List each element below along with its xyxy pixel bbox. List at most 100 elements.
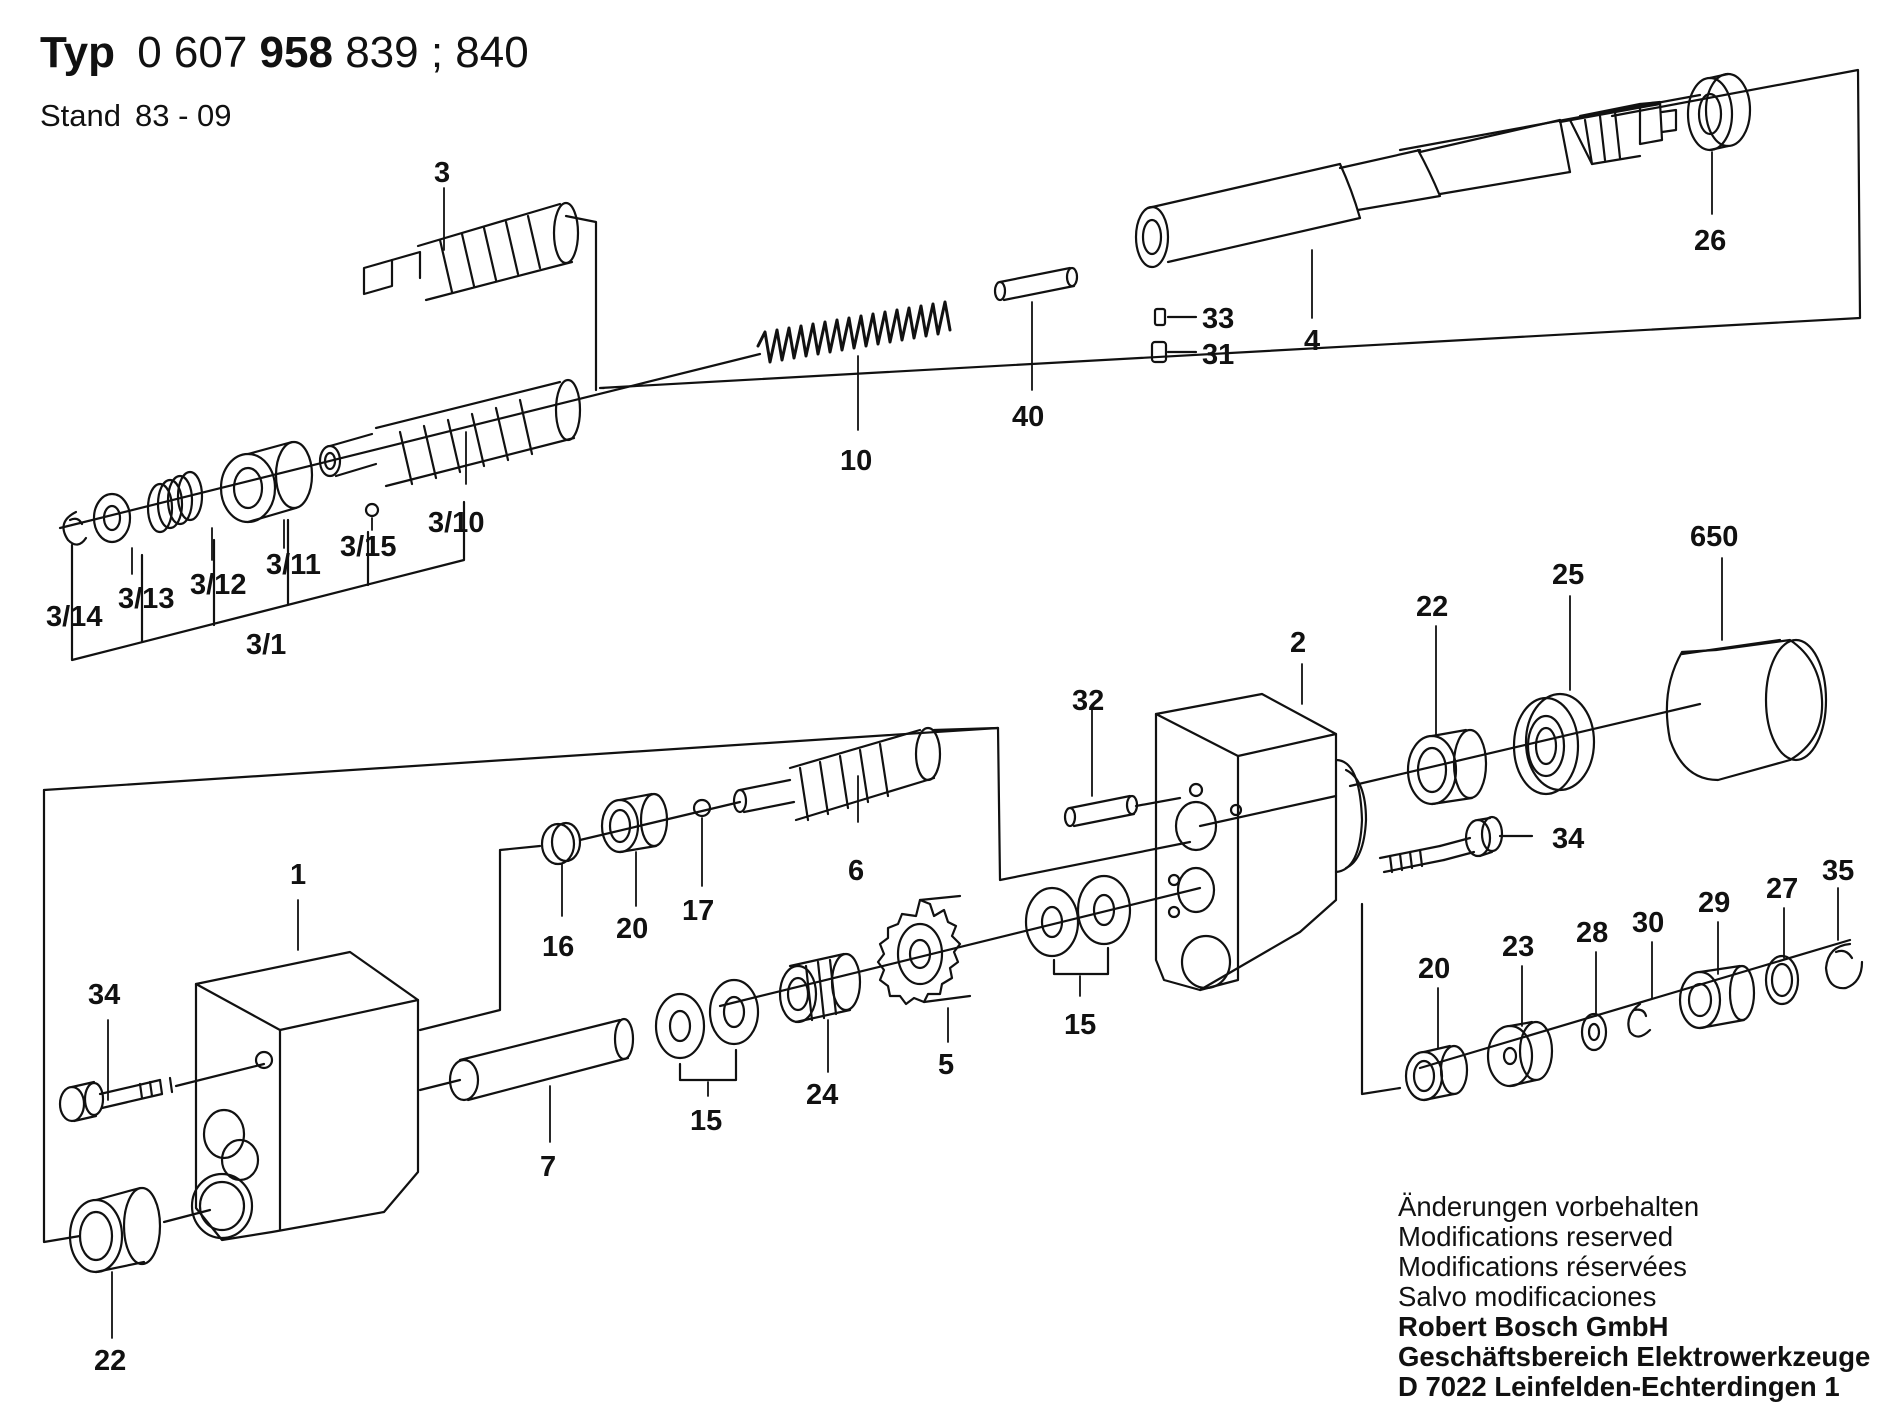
part-27-washer xyxy=(1764,954,1800,1006)
part-17-ball xyxy=(692,798,712,818)
label-22-upper: 22 xyxy=(1416,591,1448,623)
lower-frame-left-v xyxy=(42,788,82,1244)
label-28: 28 xyxy=(1576,917,1608,949)
label-650: 650 xyxy=(1690,521,1738,553)
label-34-left: 34 xyxy=(88,979,120,1011)
upper-frame xyxy=(598,68,1862,390)
axis-line-upper-2 xyxy=(58,352,762,530)
part-2-housing xyxy=(1154,692,1368,992)
label-24: 24 xyxy=(806,1079,838,1111)
part-labels: 3 26 33 31 4 40 10 3/10 3/15 3/11 3/12 3… xyxy=(46,157,1854,1377)
label-31: 31 xyxy=(1202,339,1234,371)
part-1-housing xyxy=(190,950,420,1242)
label-15-left: 15 xyxy=(690,1105,722,1137)
axis-line-lower-mid xyxy=(718,886,1202,1008)
part-25-seal xyxy=(1512,692,1596,796)
lower-assembly xyxy=(42,638,1864,1274)
part-3-11-sleeve xyxy=(219,440,314,524)
part-40-pin xyxy=(993,266,1079,302)
label-3-1: 3/1 xyxy=(246,629,286,661)
label-1: 1 xyxy=(290,859,306,891)
label-33: 33 xyxy=(1202,303,1234,335)
type-variants: 839 ; 840 xyxy=(345,28,529,77)
leader-lines xyxy=(71,151,1839,1339)
part-32-pin xyxy=(1063,794,1182,828)
part-34-screw-left xyxy=(58,1062,266,1123)
label-5: 5 xyxy=(938,1049,954,1081)
upper-assembly xyxy=(58,68,1862,662)
label-17: 17 xyxy=(682,895,714,927)
part-15-washers-left xyxy=(654,978,760,1082)
type-number-main: 0 607 xyxy=(137,28,248,77)
part-34-screw-right xyxy=(1378,815,1534,874)
part-3-15-ball xyxy=(364,502,380,518)
label-23: 23 xyxy=(1502,931,1534,963)
label-2: 2 xyxy=(1290,627,1306,659)
label-22-lower: 22 xyxy=(94,1345,126,1377)
label-25: 25 xyxy=(1552,559,1584,591)
connector-16-frame xyxy=(418,844,542,1032)
label-35: 35 xyxy=(1822,855,1854,887)
part-20-bearing-mid xyxy=(600,792,669,854)
label-27: 27 xyxy=(1766,873,1798,905)
part-10-spring xyxy=(756,300,952,364)
axis-line-lower-upper xyxy=(1198,702,1702,828)
label-40: 40 xyxy=(1012,401,1044,433)
part-35-circlip xyxy=(1824,942,1864,990)
company-name: Robert Bosch GmbH xyxy=(1398,1311,1669,1342)
part-22-bearing-upper xyxy=(1406,728,1488,806)
label-15-right: 15 xyxy=(1064,1009,1096,1041)
part-15-washers-right xyxy=(1024,874,1132,976)
label-6: 6 xyxy=(848,855,864,887)
part-20-bearing-right xyxy=(1404,1044,1469,1102)
part-24-bearing xyxy=(778,952,862,1024)
label-16: 16 xyxy=(542,931,574,963)
type-number: 0 607 958 839 ; 840 xyxy=(137,28,529,77)
type-heading: Typ 0 607 958 839 ; 840 xyxy=(40,28,529,78)
part-29-nut xyxy=(1678,964,1756,1030)
company-division: Geschäftsbereich Elektrowerkzeuge xyxy=(1398,1341,1871,1372)
part-3-12-spring xyxy=(146,470,204,534)
label-26: 26 xyxy=(1694,225,1726,257)
stand-label: Stand xyxy=(40,98,122,133)
part-4-spindle xyxy=(1134,100,1678,269)
notice-de: Änderungen vorbehalten xyxy=(1398,1191,1700,1222)
part-28-washer xyxy=(1580,1012,1608,1052)
bracket-3-1 xyxy=(70,500,466,662)
part-22-bearing-lower xyxy=(68,1186,212,1274)
part-3-shaft xyxy=(362,201,598,392)
part-23-bushing xyxy=(1486,1020,1554,1088)
company-address: D 7022 Leinfelden-Echterdingen 1 xyxy=(1398,1371,1840,1402)
footer-notice: Änderungen vorbehalten Modifications res… xyxy=(1398,1192,1870,1402)
part-650-cap xyxy=(1665,638,1828,782)
label-7: 7 xyxy=(540,1151,556,1183)
part-16-cap xyxy=(540,821,582,866)
label-10: 10 xyxy=(840,445,872,477)
part-6-shaft xyxy=(732,726,1000,822)
lower-frame-right xyxy=(1360,902,1402,1096)
label-3-13: 3/13 xyxy=(118,583,174,615)
label-29: 29 xyxy=(1698,887,1730,919)
label-20-right: 20 xyxy=(1418,953,1450,985)
notice-en: Modifications reserved xyxy=(1398,1221,1674,1252)
label-3-10: 3/10 xyxy=(428,507,484,539)
part-3-10-shaft xyxy=(318,378,582,488)
notice-es: Salvo modificaciones xyxy=(1398,1281,1657,1312)
label-4: 4 xyxy=(1304,325,1320,357)
type-label: Typ xyxy=(40,28,115,77)
axis-line-mid xyxy=(578,800,742,842)
label-3-11: 3/11 xyxy=(266,549,321,581)
label-3: 3 xyxy=(434,157,450,189)
notice-fr: Modifications réservées xyxy=(1398,1251,1687,1282)
part-30-circlip xyxy=(1627,1002,1652,1038)
lower-frame-left xyxy=(42,726,1192,882)
label-3-12: 3/12 xyxy=(190,569,246,601)
label-3-15: 3/15 xyxy=(340,531,396,563)
axis-line-lower-right xyxy=(1418,938,1852,1070)
part-7-pin xyxy=(418,1017,635,1102)
part-3-14-circlip xyxy=(62,510,88,546)
part-5-gear xyxy=(876,894,972,1006)
